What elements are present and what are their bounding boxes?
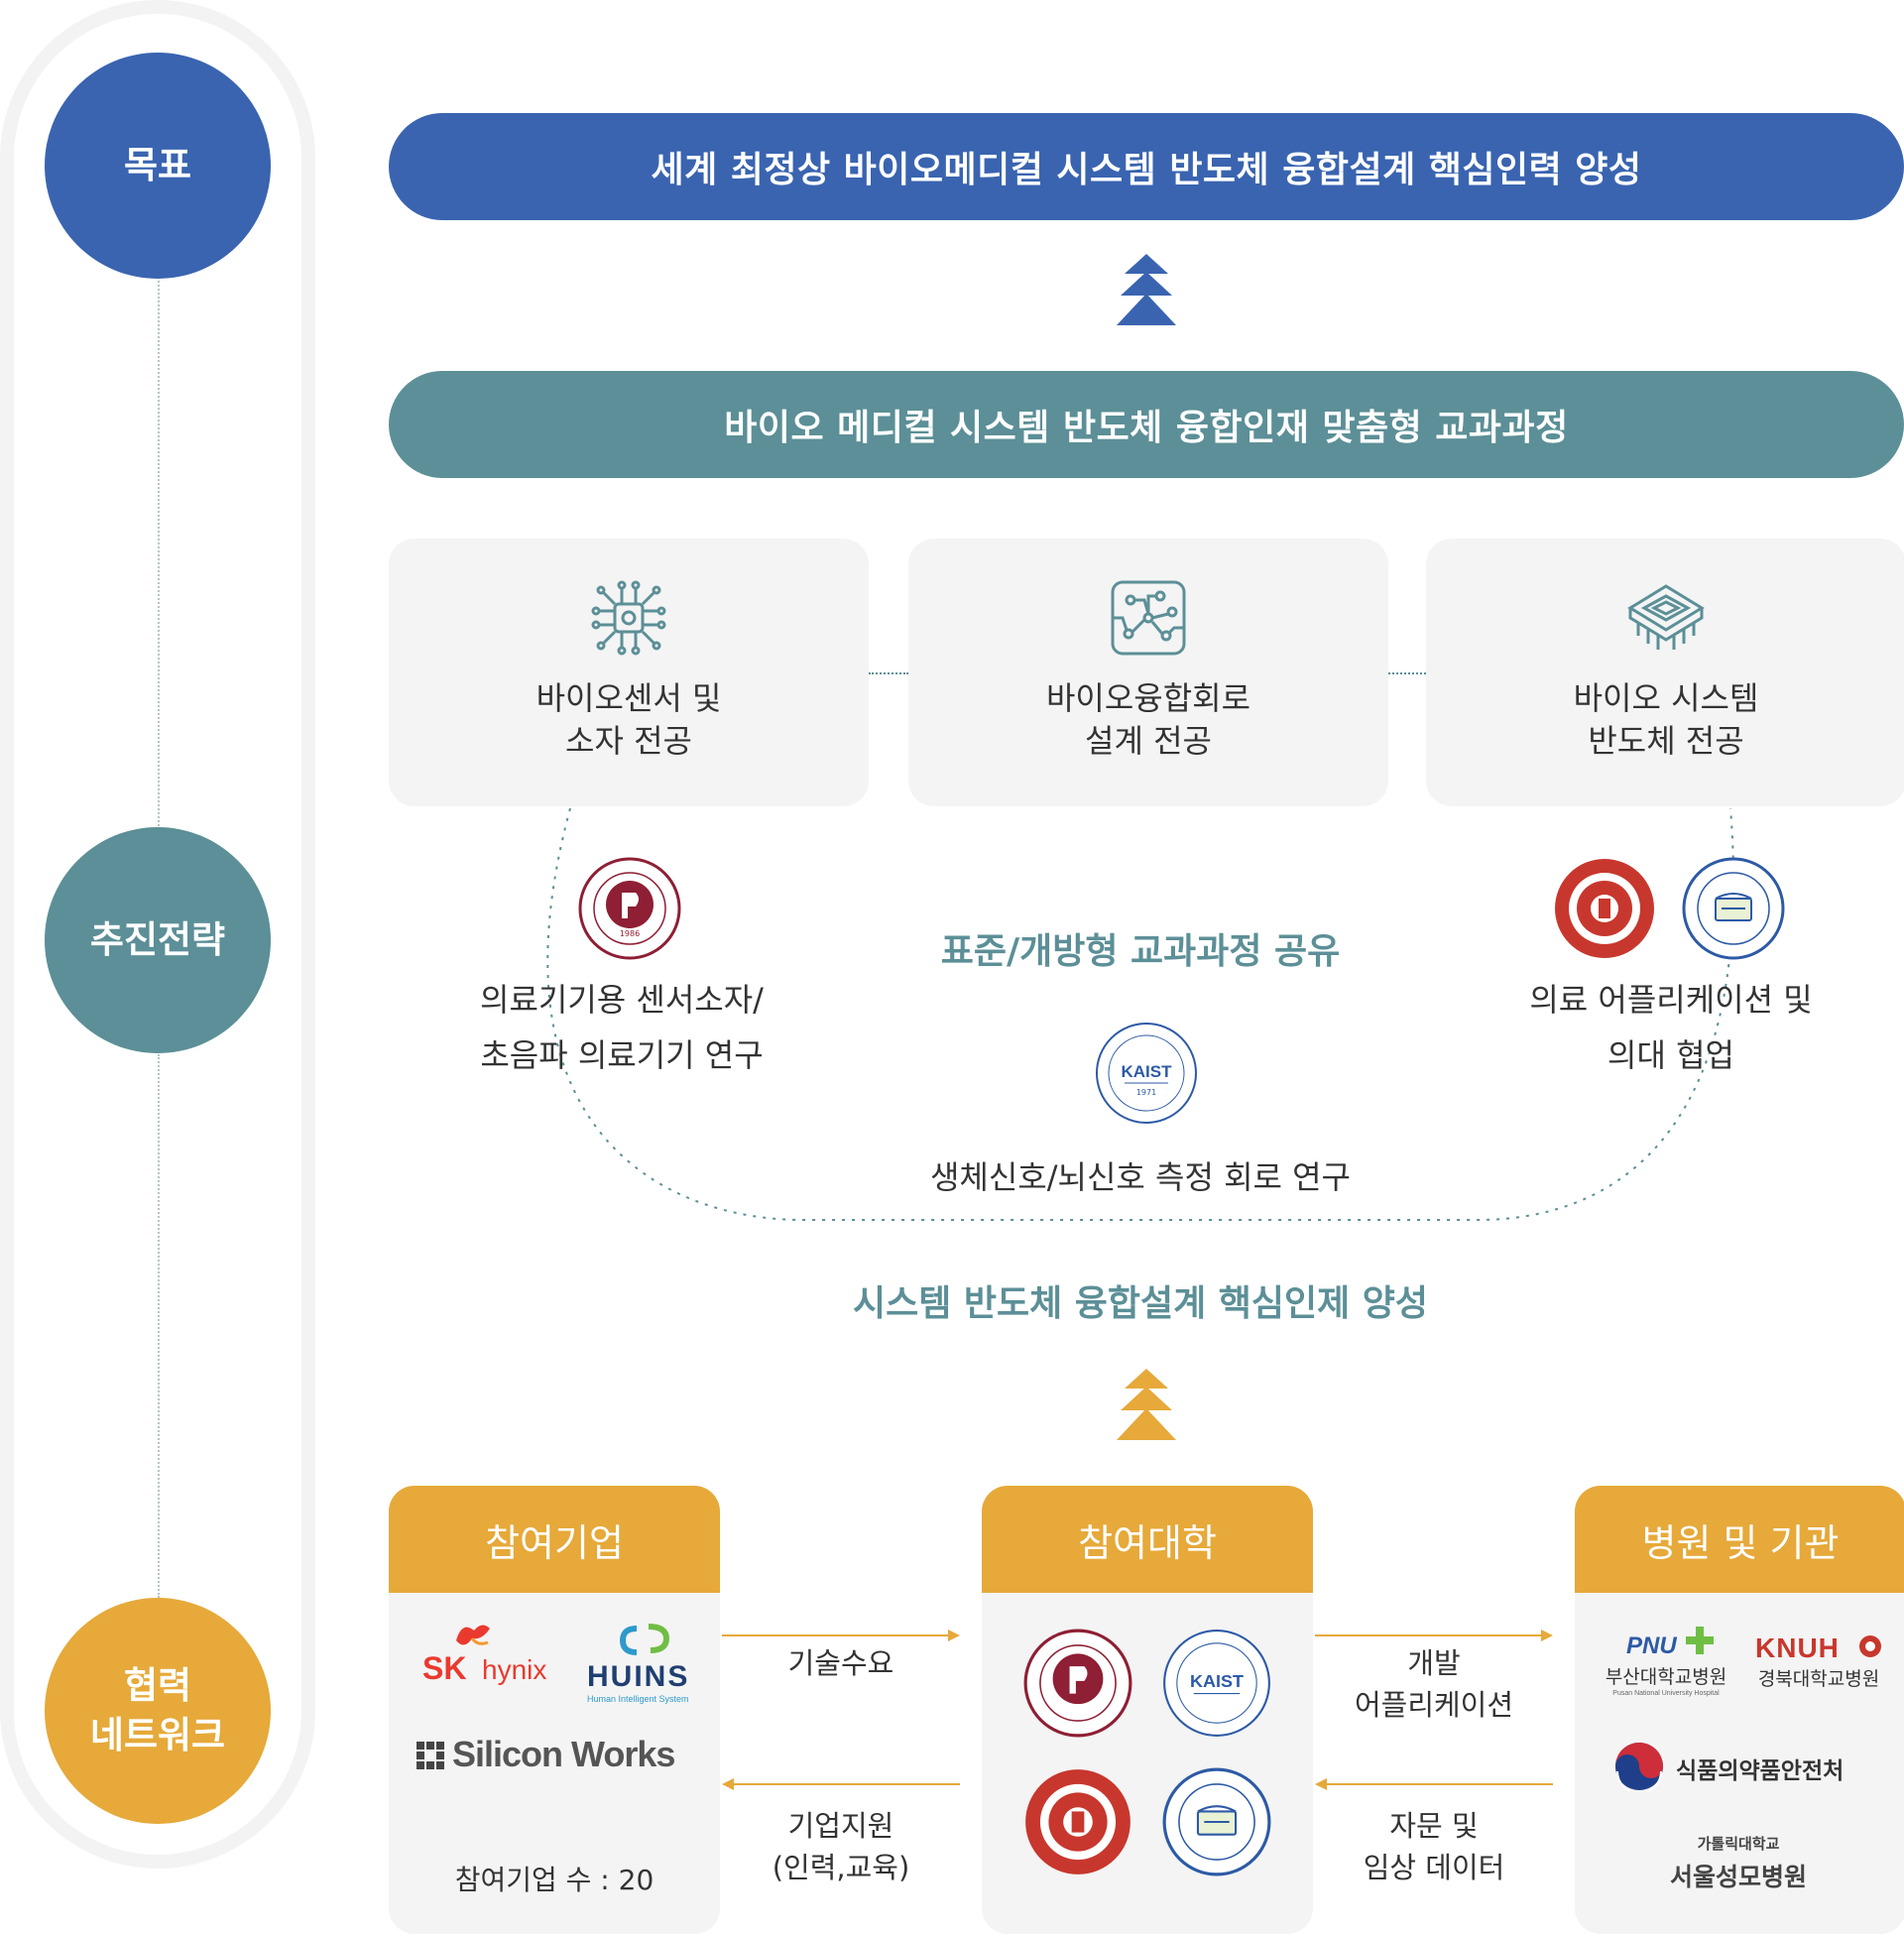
catholic-hospital-name: 서울성모병원: [1669, 1863, 1807, 1891]
silicon-works-logo: Silicon Works: [415, 1734, 702, 1777]
kaist-logo: KAIST 1971: [1096, 1023, 1197, 1124]
catholic-hospital-logo: 가톨릭대학교 서울성모병원: [1614, 1833, 1862, 1902]
hynix-text: hynix: [482, 1654, 547, 1685]
shared-curriculum-label: 표준/개방형 교과과정 공유: [940, 931, 1341, 972]
curriculum-banner: 바이오 메디컬 시스템 반도체 융합인재 맞춤형 교과과정: [389, 371, 1904, 478]
mfds-name: 식품의약품안전처: [1676, 1758, 1844, 1784]
kaist-research-label: 생체신호/뇌신호 측정 회로 연구: [929, 1158, 1352, 1196]
kaist-logo-name: KAIST: [1122, 1062, 1173, 1081]
silicon-works-text: Silicon Works: [452, 1734, 675, 1774]
cultivation-label: 시스템 반도체 융합설계 핵심인제 양성: [852, 1283, 1429, 1324]
kaist-year: 1971: [1136, 1088, 1156, 1097]
up-arrow-icon: [1117, 254, 1176, 325]
companies-panel: 참여기업 SK hynix HUINS Human Intelligent Sy…: [389, 1486, 720, 1934]
postech-research-label: 의료기기용 센서소자/ 초음파 의료기기 연구: [480, 981, 764, 1074]
huins-subtext: Human Intelligent System: [587, 1694, 689, 1704]
pnuh-mark: PNU: [1626, 1632, 1677, 1659]
huins-logo: HUINS Human Intelligent System: [587, 1623, 706, 1704]
sk-butterfly-icon: [456, 1625, 490, 1645]
universities-panel: 참여대학 KAIST: [982, 1486, 1313, 1934]
arrow-left: [1315, 1778, 1553, 1790]
advice-label: 자문 및 임상 데이터: [1363, 1809, 1505, 1884]
knu-logo: [1555, 859, 1654, 958]
knu-logo: [1025, 1769, 1130, 1874]
arrow-right: [1315, 1630, 1553, 1641]
card-connector: [869, 672, 908, 674]
knuh-mark: KNUH: [1755, 1632, 1840, 1663]
mfds-logo: 식품의약품안전처: [1614, 1740, 1892, 1795]
hospitals-panel: 병원 및 기관 PNU 부산대학교병원 Pusan National Unive…: [1575, 1486, 1904, 1934]
major-card-circuit: 바이오융합회로 설계 전공: [908, 539, 1388, 806]
pnu-logo: [1682, 857, 1785, 960]
company-support-label: 기업지원 (인력,교육): [772, 1809, 910, 1884]
silicon-works-mark-icon: [416, 1742, 444, 1769]
major-card-biosensor: 바이오센서 및 소자 전공: [389, 539, 869, 806]
pnuh-logo: PNU 부산대학교병원 Pusan National University Ho…: [1597, 1627, 1735, 1712]
major-card-label: 바이오 시스템 반도체 전공: [1573, 679, 1759, 760]
knuh-name: 경북대학교병원: [1757, 1668, 1880, 1690]
circuit-board-icon: [1111, 580, 1186, 656]
huins-text: HUINS: [587, 1660, 690, 1693]
tech-demand-label: 기술수요: [787, 1646, 894, 1680]
kaist-logo: KAIST: [1163, 1630, 1270, 1737]
pnuh-cross-icon: [1686, 1627, 1714, 1654]
arrow-left: [722, 1778, 960, 1790]
postech-year: 1986: [620, 929, 640, 938]
rail-connector: [158, 1054, 160, 1598]
kaist-logo-name: KAIST: [1190, 1671, 1244, 1691]
card-connector: [1388, 672, 1426, 674]
major-card-semiconductor: 바이오 시스템 반도체 전공: [1426, 539, 1904, 806]
major-card-label: 바이오융합회로 설계 전공: [1045, 679, 1251, 760]
strategy-label: 추진전략: [45, 827, 271, 1053]
company-count: 참여기업 수 : 20: [454, 1864, 654, 1896]
semiconductor-chip-icon: [1627, 584, 1705, 650]
knuh-emblem-icon: [1859, 1635, 1881, 1657]
pnuh-name: 부산대학교병원: [1605, 1666, 1727, 1688]
pnuh-subname: Pusan National University Hospital: [1612, 1690, 1720, 1697]
huins-mark-icon: [619, 1624, 670, 1655]
postech-logo: [1023, 1629, 1132, 1738]
neuron-chip-icon: [591, 580, 666, 656]
sk-hynix-logo: SK hynix: [422, 1625, 561, 1692]
rail-connector: [158, 281, 160, 826]
knuh-logo: KNUH 경북대학교병원: [1749, 1632, 1888, 1702]
goal-banner: 세계 최정상 바이오메디컬 시스템 반도체 융합설계 핵심인력 양성: [389, 113, 1904, 220]
universities-panel-title: 참여대학: [982, 1486, 1313, 1593]
pnu-logo: [1162, 1767, 1271, 1876]
hospital-research-label: 의료 어플리케이션 및 의대 협업: [1529, 981, 1813, 1074]
major-card-label: 바이오센서 및 소자 전공: [536, 679, 722, 760]
goal-label: 목표: [45, 53, 271, 279]
network-label: 협력 네트워크: [45, 1598, 271, 1824]
arrow-right: [722, 1630, 960, 1641]
taegeuk-icon: [1615, 1743, 1663, 1791]
collaboration-arc: [546, 807, 1735, 1221]
postech-logo: 1986: [578, 857, 681, 960]
hospitals-panel-title: 병원 및 기관: [1575, 1486, 1904, 1593]
up-arrow-icon: [1117, 1369, 1176, 1440]
catholic-university-name: 가톨릭대학교: [1697, 1835, 1780, 1853]
sk-text: SK: [422, 1650, 467, 1686]
development-label: 개발 어플리케이션: [1354, 1646, 1514, 1722]
companies-panel-title: 참여기업: [389, 1486, 720, 1593]
